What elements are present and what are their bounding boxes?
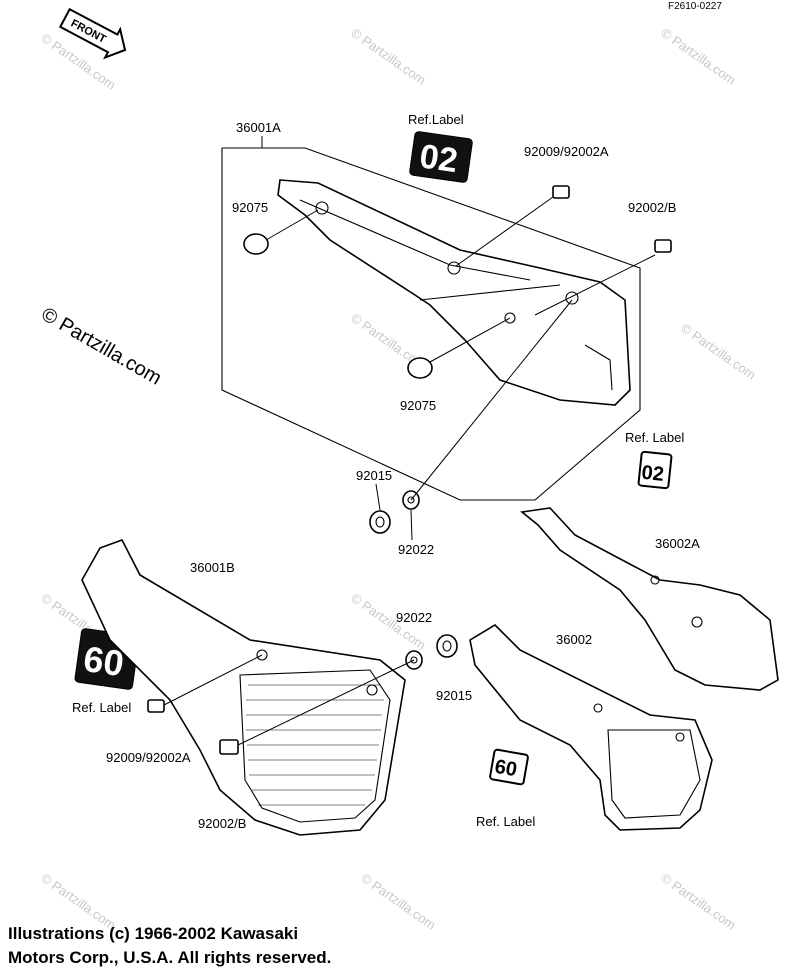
label-92015-left: 92015 xyxy=(356,468,392,483)
bolt-92002b-bottom xyxy=(219,659,415,755)
label-92022-left: 92022 xyxy=(398,542,434,557)
decal-text: 02 xyxy=(417,137,460,180)
decal-60-small: 60 xyxy=(489,748,529,786)
label-36001b: 36001B xyxy=(190,560,235,575)
label-ref-2: Ref. Label xyxy=(625,430,684,445)
copyright-line-1: Illustrations (c) 1966-2002 Kawasaki xyxy=(8,924,299,943)
side-cover-36002a xyxy=(520,507,779,691)
label-ref-3: Ref. Label xyxy=(72,700,131,715)
copyright-line-2: Motors Corp., U.S.A. All rights reserved… xyxy=(8,948,332,967)
label-92002b-top: 92002/B xyxy=(628,200,676,215)
figure-code: F2610-0227 xyxy=(668,1,722,12)
watermark-main: © Partzilla.com xyxy=(38,303,166,389)
watermark: © Partzilla.com xyxy=(658,25,738,88)
decal-02-small: 02 xyxy=(637,450,673,490)
label-ref-4: Ref. Label xyxy=(476,814,535,829)
label-92015-mid: 92015 xyxy=(436,688,472,703)
grommet-92075-bottom xyxy=(407,317,511,379)
bolt-92009-top xyxy=(455,185,570,267)
side-cover-36001b xyxy=(81,539,406,836)
label-92002b-bottom: 92002/B xyxy=(198,816,246,831)
bolt-92002b-top xyxy=(534,239,672,316)
collar-92015-mid xyxy=(436,634,458,658)
leader-92015-left xyxy=(375,483,381,511)
leader-collar-up xyxy=(410,299,573,501)
decal-02-large: 02 xyxy=(409,131,473,183)
label-92009-top: 92009/92002A xyxy=(524,144,609,159)
assembly-outline-upper xyxy=(221,147,641,501)
watermark: © Partzilla.com xyxy=(348,25,428,88)
label-92009-bottom: 92009/92002A xyxy=(106,750,191,765)
label-92075-bottom: 92075 xyxy=(400,398,436,413)
leader-92022-left xyxy=(410,509,413,541)
bolt-92009-bottom xyxy=(147,654,263,713)
decal-text: 02 xyxy=(641,462,665,486)
grommet-92075-top xyxy=(243,209,319,255)
label-ref-1: Ref.Label xyxy=(408,112,464,127)
side-cover-36001a xyxy=(277,179,631,406)
side-cover-36002 xyxy=(469,623,713,831)
copyright-notice: Illustrations (c) 1966-2002 Kawasaki Mot… xyxy=(8,922,528,970)
collar-92015-left xyxy=(369,510,391,534)
label-36001a: 36001A xyxy=(236,120,281,135)
label-36002a: 36002A xyxy=(655,536,700,551)
watermark: © Partzilla.com xyxy=(678,320,758,383)
label-36002: 36002 xyxy=(556,632,592,647)
label-92022-mid: 92022 xyxy=(396,610,432,625)
label-92075-top: 92075 xyxy=(232,200,268,215)
decal-text: 60 xyxy=(493,756,519,782)
watermark: © Partzilla.com xyxy=(658,870,738,933)
